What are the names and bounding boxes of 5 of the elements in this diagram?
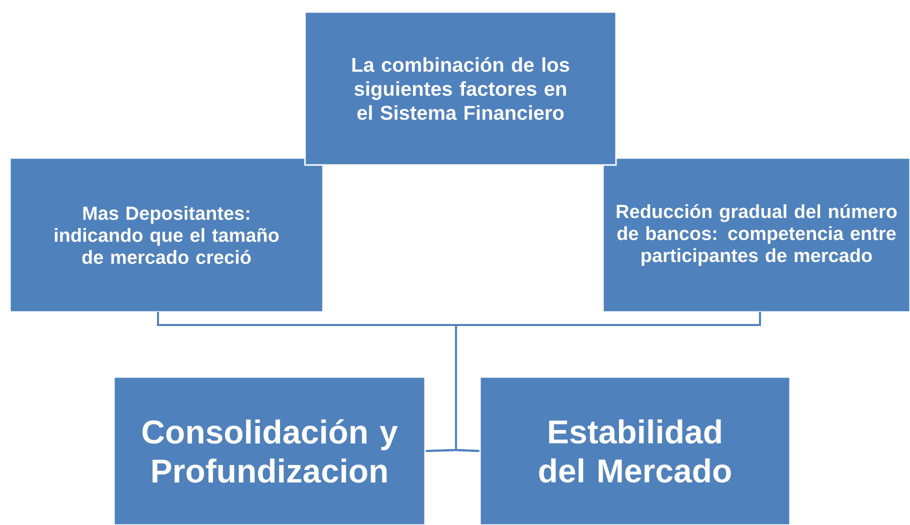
text-box: Estabilidad del Mercado (479, 376, 791, 525)
text-box: Consolidación y Profundizacion (113, 376, 426, 525)
text-box: Reducción gradual del número de bancos: competencia entre participantes de mercado (602, 157, 910, 313)
text-box: La combinación de los siguientes factores en el Sistema Financiero (304, 11, 617, 166)
text-box: Mas Depositantes: indicando que el tamaño de mercado creció (9, 157, 324, 313)
